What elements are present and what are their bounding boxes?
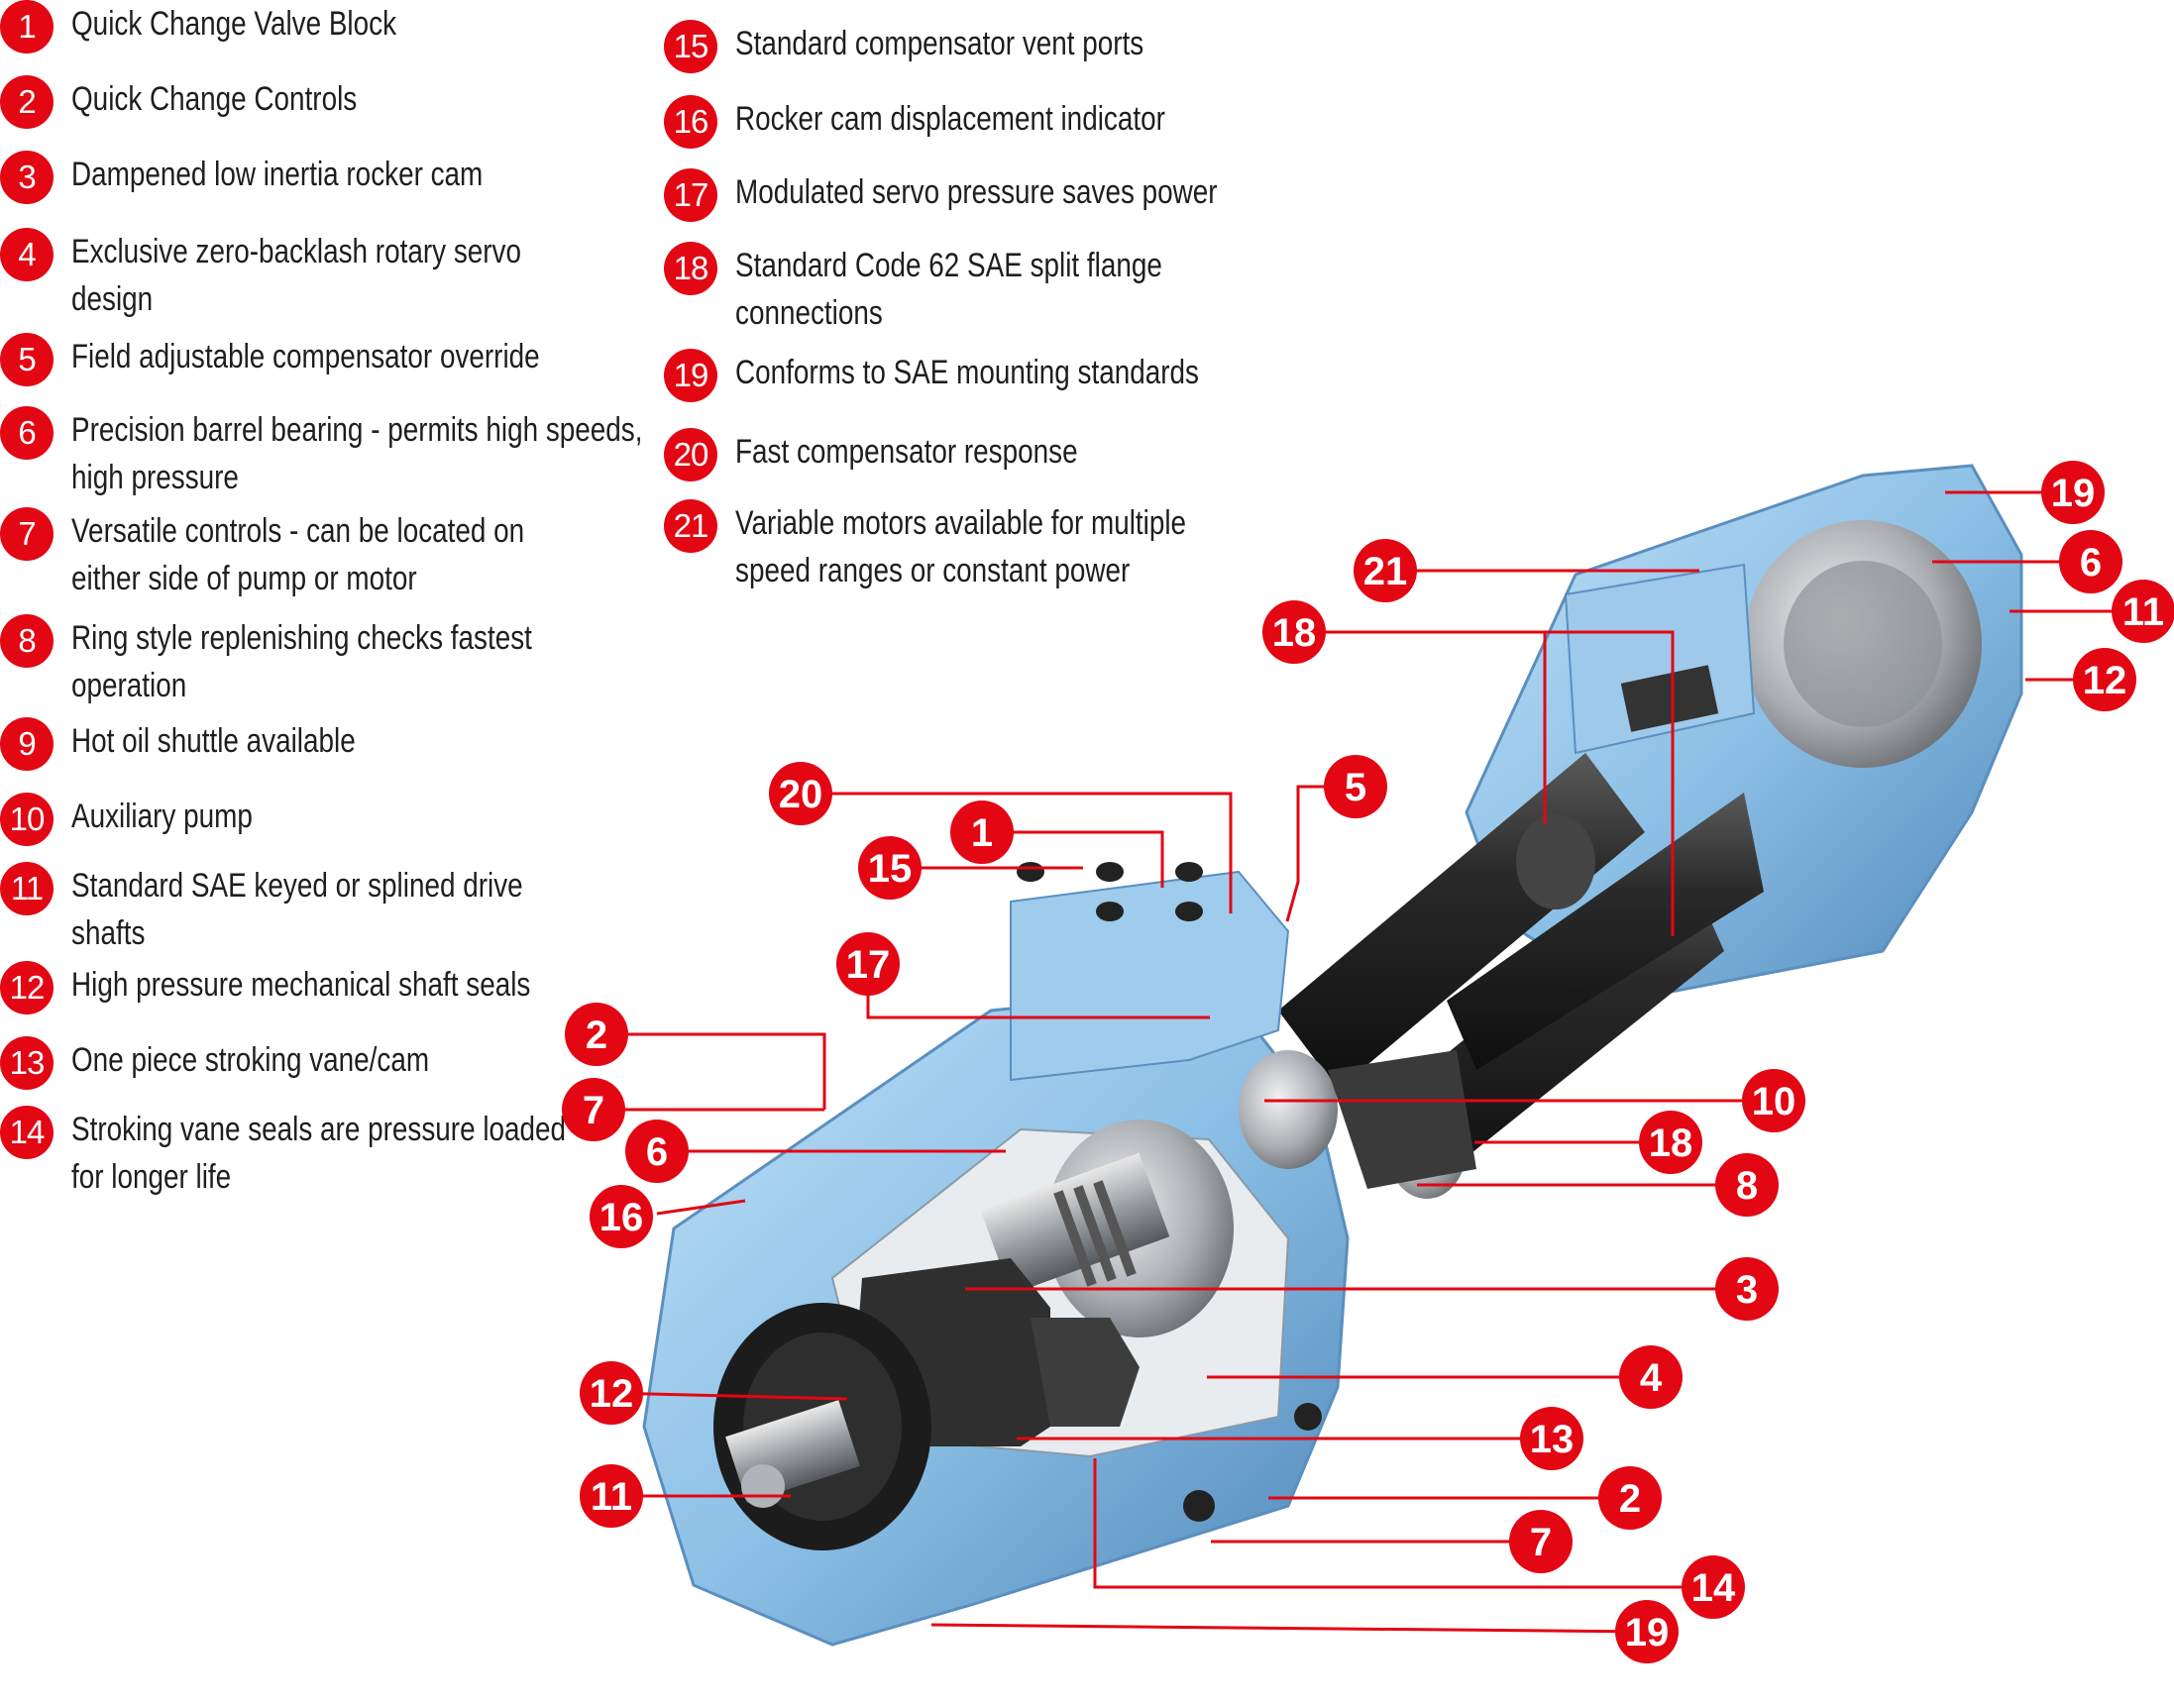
- legend-item-8: 8 Ring style replenishing checks fastest…: [0, 614, 633, 709]
- svg-text:4: 4: [1640, 1356, 1663, 1400]
- callout-2-left: 2: [565, 1003, 628, 1066]
- legend-badge: 4: [0, 228, 54, 281]
- legend-item-1: 1 Quick Change Valve Block: [0, 0, 468, 53]
- callout-18-right: 18: [1639, 1111, 1702, 1174]
- svg-text:10: 10: [1752, 1080, 1796, 1123]
- svg-text:7: 7: [1530, 1521, 1552, 1564]
- callout-5: 5: [1324, 755, 1387, 818]
- svg-text:5: 5: [1345, 766, 1366, 809]
- callout-13: 13: [1520, 1407, 1583, 1470]
- legend-text: Precision barrel bearing - permits high …: [71, 411, 643, 496]
- svg-text:18: 18: [1272, 611, 1317, 655]
- pump-body: [642, 862, 1476, 1647]
- features-legend: 1 Quick Change Valve Block 2 Quick Chang…: [0, 0, 2174, 704]
- legend-badge: 1: [0, 0, 54, 53]
- svg-text:3: 3: [1736, 1268, 1758, 1312]
- motor-housing: [1465, 464, 2023, 1003]
- svg-text:15: 15: [868, 847, 913, 891]
- svg-text:2: 2: [1619, 1477, 1641, 1521]
- callout-4: 4: [1619, 1345, 1683, 1409]
- callout-11-left: 11: [580, 1464, 643, 1528]
- legend-item-7: 7 Versatile controls - can be located on…: [0, 507, 624, 602]
- svg-text:11: 11: [591, 1475, 632, 1519]
- legend-badge: 5: [0, 333, 54, 386]
- legend-badge: 2: [0, 75, 54, 129]
- legend-text: Quick Change Valve Block: [71, 5, 397, 43]
- legend-item-5: 5 Field adjustable compensator override: [0, 333, 642, 386]
- svg-text:1: 1: [971, 811, 993, 855]
- callout-1: 1: [950, 801, 1014, 864]
- svg-text:13: 13: [1530, 1418, 1575, 1461]
- svg-text:18: 18: [1649, 1121, 1693, 1165]
- svg-text:6: 6: [646, 1130, 668, 1174]
- legend-item-2: 2 Quick Change Controls: [0, 75, 420, 129]
- legend-item-3: 3 Dampened low inertia rocker cam: [0, 151, 573, 204]
- legend-text: Dampened low inertia rocker cam: [71, 156, 484, 193]
- callout-10: 10: [1742, 1069, 1805, 1132]
- svg-text:12: 12: [2083, 659, 2127, 702]
- callout-8: 8: [1715, 1153, 1779, 1217]
- svg-text:17: 17: [846, 943, 891, 987]
- callout-7-left: 7: [562, 1078, 625, 1141]
- callout-6-left: 6: [625, 1120, 689, 1183]
- svg-text:19: 19: [1625, 1611, 1670, 1655]
- legend-badge: 3: [0, 151, 54, 204]
- legend-badge: 8: [0, 614, 54, 668]
- legend-text: Field adjustable compensator override: [71, 338, 540, 375]
- svg-text:14: 14: [1691, 1566, 1736, 1610]
- callout-19-bottom: 19: [1615, 1600, 1679, 1663]
- legend-item-6: 6 Precision barrel bearing - permits hig…: [0, 406, 768, 501]
- callout-12-top: 12: [2073, 648, 2136, 711]
- callout-2-right: 2: [1598, 1466, 1662, 1530]
- svg-text:21: 21: [1363, 550, 1408, 593]
- svg-text:19: 19: [2051, 472, 2096, 515]
- callout-17: 17: [836, 932, 900, 996]
- legend-badge: 6: [0, 406, 54, 460]
- callout-21: 21: [1354, 539, 1417, 602]
- callout-15: 15: [858, 836, 922, 900]
- svg-text:12: 12: [590, 1372, 634, 1416]
- callout-3: 3: [1715, 1257, 1779, 1321]
- svg-text:8: 8: [1736, 1164, 1758, 1208]
- callout-12-left: 12: [580, 1361, 643, 1425]
- svg-text:6: 6: [2080, 541, 2102, 585]
- legend-badge: 7: [0, 507, 54, 561]
- callout-7-right: 7: [1509, 1510, 1573, 1573]
- callout-20: 20: [769, 762, 832, 825]
- callout-19-top: 19: [2041, 461, 2105, 524]
- callout-11-top: 11: [2112, 580, 2174, 643]
- legend-text: Quick Change Controls: [71, 80, 358, 118]
- svg-text:20: 20: [779, 773, 823, 816]
- svg-text:2: 2: [586, 1014, 607, 1057]
- svg-text:16: 16: [599, 1196, 644, 1239]
- callout-14: 14: [1682, 1555, 1745, 1619]
- callout-18-top: 18: [1262, 600, 1326, 664]
- callout-16: 16: [590, 1185, 653, 1248]
- callout-badges: 19 6 11 12 21 18 5 20 1 15 17 2 7 6 16 1…: [562, 461, 2174, 1663]
- callout-6-top: 6: [2059, 530, 2122, 593]
- svg-text:7: 7: [583, 1089, 604, 1132]
- svg-text:11: 11: [2122, 590, 2164, 634]
